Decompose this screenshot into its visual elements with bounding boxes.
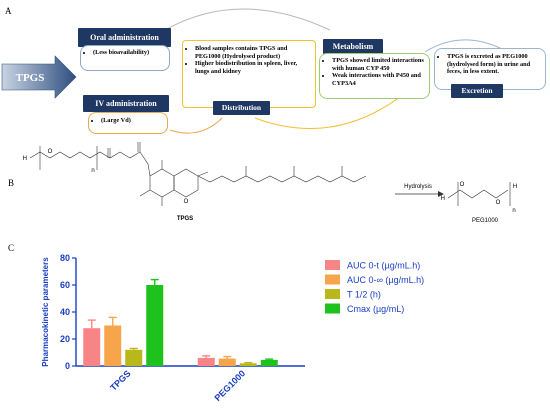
bar [260, 359, 278, 366]
bar [239, 363, 257, 366]
oral-item: (Less bioavailability) [93, 49, 166, 57]
legend-label: AUC 0-∞ (µg/mL.h) [347, 275, 424, 285]
distribution-tab: Distribution [213, 101, 270, 115]
legend-swatch [325, 289, 340, 299]
bar [104, 325, 122, 366]
y-tick-label: 20 [60, 334, 70, 344]
panel-c-letter: C [8, 243, 15, 253]
tpgs-structure-label: TPGS [177, 216, 193, 222]
iv-item: (Large Vd) [101, 117, 164, 125]
x-category-label: TPGS [108, 368, 132, 392]
y-tick-label: 80 [60, 253, 70, 263]
arc-iv-to-distribution [169, 117, 223, 134]
bar [218, 358, 236, 366]
chart-bars [83, 278, 278, 366]
bar [197, 357, 215, 366]
peg-h-right-atom: H [513, 184, 517, 190]
legend-swatch [325, 260, 340, 270]
distribution-box: Blood samples contains TPGS and PEG1000 … [182, 40, 316, 108]
legend-label: AUC 0-t (µg/mL.h) [347, 261, 420, 271]
legend-label: Cmax (µg/mL) [347, 304, 404, 314]
distribution-item-1: Blood samples contains TPGS and PEG1000 … [195, 45, 312, 60]
excretion-tab: Excretion [451, 84, 503, 98]
peg1000-chain [447, 189, 509, 199]
oral-administration-tab: Oral administration [78, 28, 171, 47]
tpgs-arrow [1, 55, 77, 99]
tpgs-ring-o-atom: O [184, 199, 189, 205]
peg-o-right-atom: O [496, 200, 501, 206]
peg1000-structure-label: PEG1000 [472, 218, 499, 224]
metabolism-item-1: TPGS showed limited interactions with hu… [332, 57, 426, 72]
tpgs-pyran-ring [173, 168, 199, 198]
panel-b-letter: B [8, 178, 15, 188]
excretion-item: TPGS is excreted as PEG1000 (hydrolysed … [447, 53, 542, 76]
legend-swatch [325, 303, 340, 314]
tpgs-phytyl-chain [197, 175, 367, 183]
distribution-item-2: Higher biodistribution in spleen, liver,… [195, 60, 312, 75]
oral-administration-box: (Less bioavailability) [80, 45, 170, 71]
x-category-label: PEG1000 [212, 368, 247, 403]
y-tick-label: 60 [60, 280, 70, 290]
chart-legend: AUC 0-t (µg/mL.h) AUC 0-∞ (µg/mL.h) T 1/2 … [325, 260, 424, 314]
y-axis-title: Pharmacokinetic parameters [41, 257, 50, 367]
iv-administration-tab: IV administration [83, 95, 169, 112]
y-tick-label: 40 [60, 307, 70, 317]
peg-n-subscript: n [512, 208, 515, 214]
arc-metabolism-to-excretion [424, 39, 501, 53]
legend-label: T 1/2 (h) [347, 290, 381, 300]
bar [146, 285, 164, 366]
hydrolysis-label: Hydrolysis [404, 184, 432, 190]
metabolism-box: TPGS showed limited interactions with hu… [319, 53, 430, 99]
panel-b-structures: Hydrolysis TPGS PEG1000 H O n O H O O H … [23, 142, 517, 224]
tpgs-peg-chain [29, 151, 121, 159]
tpgs-o-atom: O [48, 149, 53, 155]
tpgs-aromatic-ring [149, 168, 175, 198]
metabolism-tab: Metabolism [323, 39, 383, 54]
tpgs-n-subscript: n [91, 168, 94, 174]
bar [83, 328, 101, 366]
tpgs-arrow-label: TPGS [16, 72, 45, 84]
bar [125, 349, 143, 366]
peg-o-left-atom: O [460, 182, 465, 188]
metabolism-item-2: Weak interactions with P450 and CYP3A4 [332, 72, 426, 87]
peg-h-left-atom: H [441, 196, 445, 202]
y-tick-label: 0 [65, 361, 70, 371]
arc-oral-to-metabolism [164, 8, 331, 31]
iv-administration-box: (Large Vd) [88, 112, 168, 134]
excretion-box: TPGS is excreted as PEG1000 (hydrolysed … [434, 48, 546, 90]
panel-a-letter: A [5, 6, 12, 16]
legend-swatch [325, 274, 340, 285]
tpgs-h-atom: H [23, 156, 27, 162]
